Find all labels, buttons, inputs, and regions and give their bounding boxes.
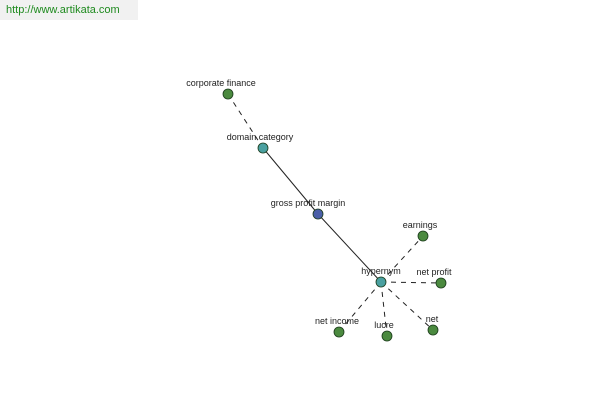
- node-hypernym[interactable]: [375, 276, 387, 288]
- node-corporate-finance[interactable]: [222, 88, 234, 100]
- edge-hypernym-to-earnings: [380, 235, 424, 283]
- node-label-net[interactable]: net: [426, 314, 439, 324]
- edge-corporate-finance-to-domain-category: [227, 93, 264, 149]
- node-net[interactable]: [427, 324, 439, 336]
- node-label-hypernym[interactable]: hypernym: [361, 266, 401, 276]
- node-label-domain-category[interactable]: domain category: [227, 132, 294, 142]
- node-earnings[interactable]: [417, 230, 429, 242]
- edge-hypernym-to-net: [380, 281, 434, 331]
- node-label-lucre[interactable]: lucre: [374, 320, 394, 330]
- node-label-earnings[interactable]: earnings: [403, 220, 438, 230]
- node-net-income[interactable]: [333, 326, 345, 338]
- node-net-profit[interactable]: [435, 277, 447, 289]
- edge-hypernym-to-net-income: [338, 281, 382, 333]
- site-url-link[interactable]: http://www.artikata.com: [0, 0, 138, 20]
- node-label-gross-profit-margin[interactable]: gross profit margin: [271, 198, 346, 208]
- edge-domain-category-to-gross-profit-margin: [262, 147, 319, 215]
- graph-labels: corporate finance domain category gross pr…: [186, 78, 452, 330]
- node-lucre[interactable]: [381, 330, 393, 342]
- node-gross-profit-margin[interactable]: [312, 208, 324, 220]
- node-label-net-profit[interactable]: net profit: [416, 267, 452, 277]
- graph-nodes: [222, 88, 447, 342]
- edge-hypernym-to-net-profit: [380, 281, 442, 284]
- node-domain-category[interactable]: [257, 142, 269, 154]
- graph-edges: [227, 93, 442, 337]
- node-label-net-income[interactable]: net income: [315, 316, 359, 326]
- edge-gross-profit-margin-to-hypernym: [317, 213, 382, 283]
- node-label-corporate-finance[interactable]: corporate finance: [186, 78, 256, 88]
